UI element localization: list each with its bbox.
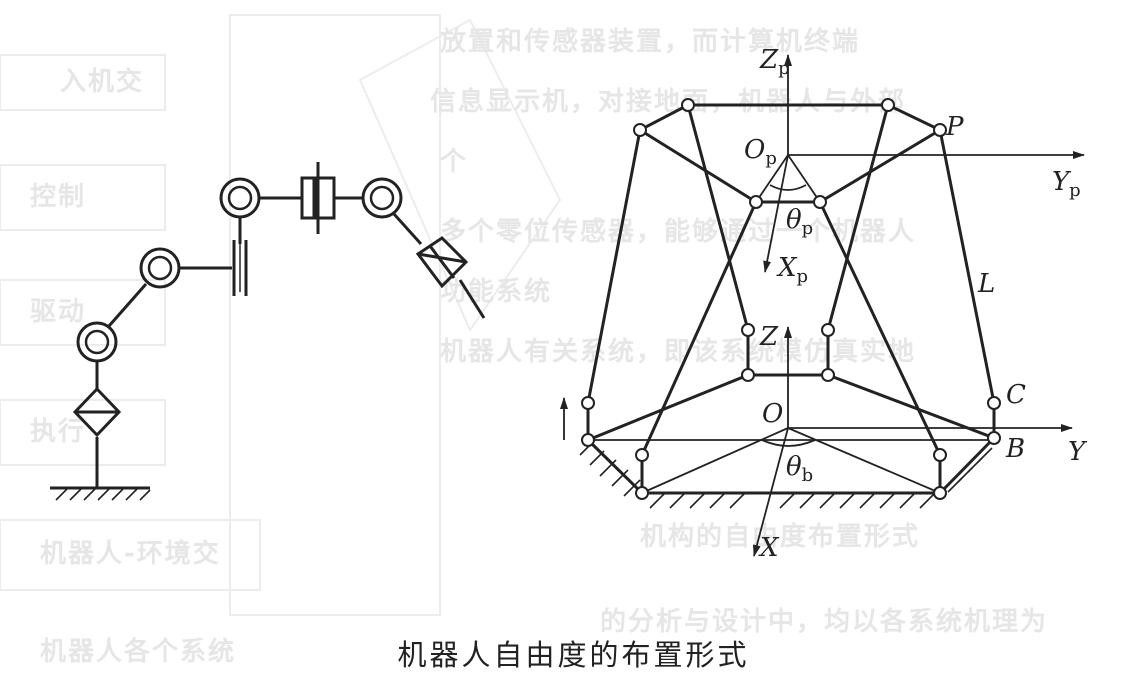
- coordinate-axes: [560, 54, 1085, 557]
- base-radial-1: [641, 427, 789, 494]
- ground-hatch: [55, 487, 151, 501]
- joint-circles: [581, 98, 1001, 500]
- label-xp: Xp: [776, 253, 808, 287]
- revolute-joint-2: [139, 247, 181, 289]
- ghost-line: 机构的自由度布置形式: [640, 521, 920, 552]
- ghost-line: 入机交: [60, 66, 144, 97]
- axis-xp: [763, 154, 789, 273]
- label-p: P: [945, 112, 964, 142]
- angle-arc-theta-p: [769, 184, 807, 191]
- label-l: L: [977, 269, 995, 299]
- label-y: Y: [1068, 437, 1088, 467]
- ghost-line: 机器人-环境交: [40, 538, 221, 569]
- ghost-line: 放置和传感器装置，而计算机终端: [439, 26, 860, 57]
- label-x: X: [758, 533, 780, 563]
- platform-radial-2: [787, 154, 821, 203]
- moving-platform: [639, 103, 944, 204]
- label-op: Op: [744, 135, 777, 169]
- label-z: Z: [759, 322, 779, 352]
- ghost-line: 控制: [30, 182, 86, 212]
- ghost-line: 的分析与设计中，均以各系统机理为: [600, 606, 1048, 637]
- label-theta-b: θb: [786, 452, 813, 486]
- wrist-diagonal: [428, 245, 456, 279]
- serial-arm-diagram: [50, 162, 486, 501]
- link-1: [107, 283, 148, 327]
- platform-radial-1: [755, 154, 789, 203]
- axis-x: [752, 427, 789, 557]
- base-ground-hatch: [579, 442, 993, 509]
- leg-5: [826, 104, 890, 331]
- leg-3: [640, 201, 758, 456]
- label-yp: Yp: [1052, 167, 1081, 201]
- leg-6-L: [938, 129, 996, 404]
- label-b: B: [1005, 434, 1025, 464]
- base-prismatic-joint: [72, 386, 122, 438]
- end-effector-link: [458, 279, 486, 319]
- ghost-line: 执行: [30, 416, 86, 447]
- label-o: O: [762, 399, 783, 429]
- mechanism-links: [586, 103, 997, 495]
- label-c: C: [1006, 380, 1026, 410]
- figure-caption: 机器人自由度的布置形式: [397, 638, 750, 672]
- revolute-joint-1: [76, 321, 118, 363]
- revolute-joint-4: [361, 177, 403, 219]
- ghost-line: 功能系统: [440, 276, 552, 307]
- leg-1: [586, 129, 642, 404]
- label-theta-p: θp: [786, 205, 813, 239]
- ghost-line: 机器人有关系统，即该系统模仿真实地: [440, 336, 916, 367]
- leg-4: [818, 201, 942, 456]
- ghost-line: 个: [440, 147, 468, 177]
- revolute-joint-3: [219, 177, 261, 219]
- ghost-line: 驱动: [30, 297, 86, 327]
- label-zp: Zp: [759, 45, 790, 79]
- ghost-line: 机器人各个系统: [40, 636, 236, 667]
- coupling-box-left: [300, 176, 316, 220]
- leg-2: [686, 104, 750, 331]
- ghost-line: 信息显示机，对接地面，机器人与外部: [430, 86, 906, 117]
- base-radial-2: [787, 427, 941, 494]
- link-6: [392, 212, 423, 246]
- angle-arc-theta-b: [761, 439, 816, 447]
- parallel-mechanism-diagram: Zp Op P Yp θp Xp L Z C O B Y θb X: [560, 45, 1088, 563]
